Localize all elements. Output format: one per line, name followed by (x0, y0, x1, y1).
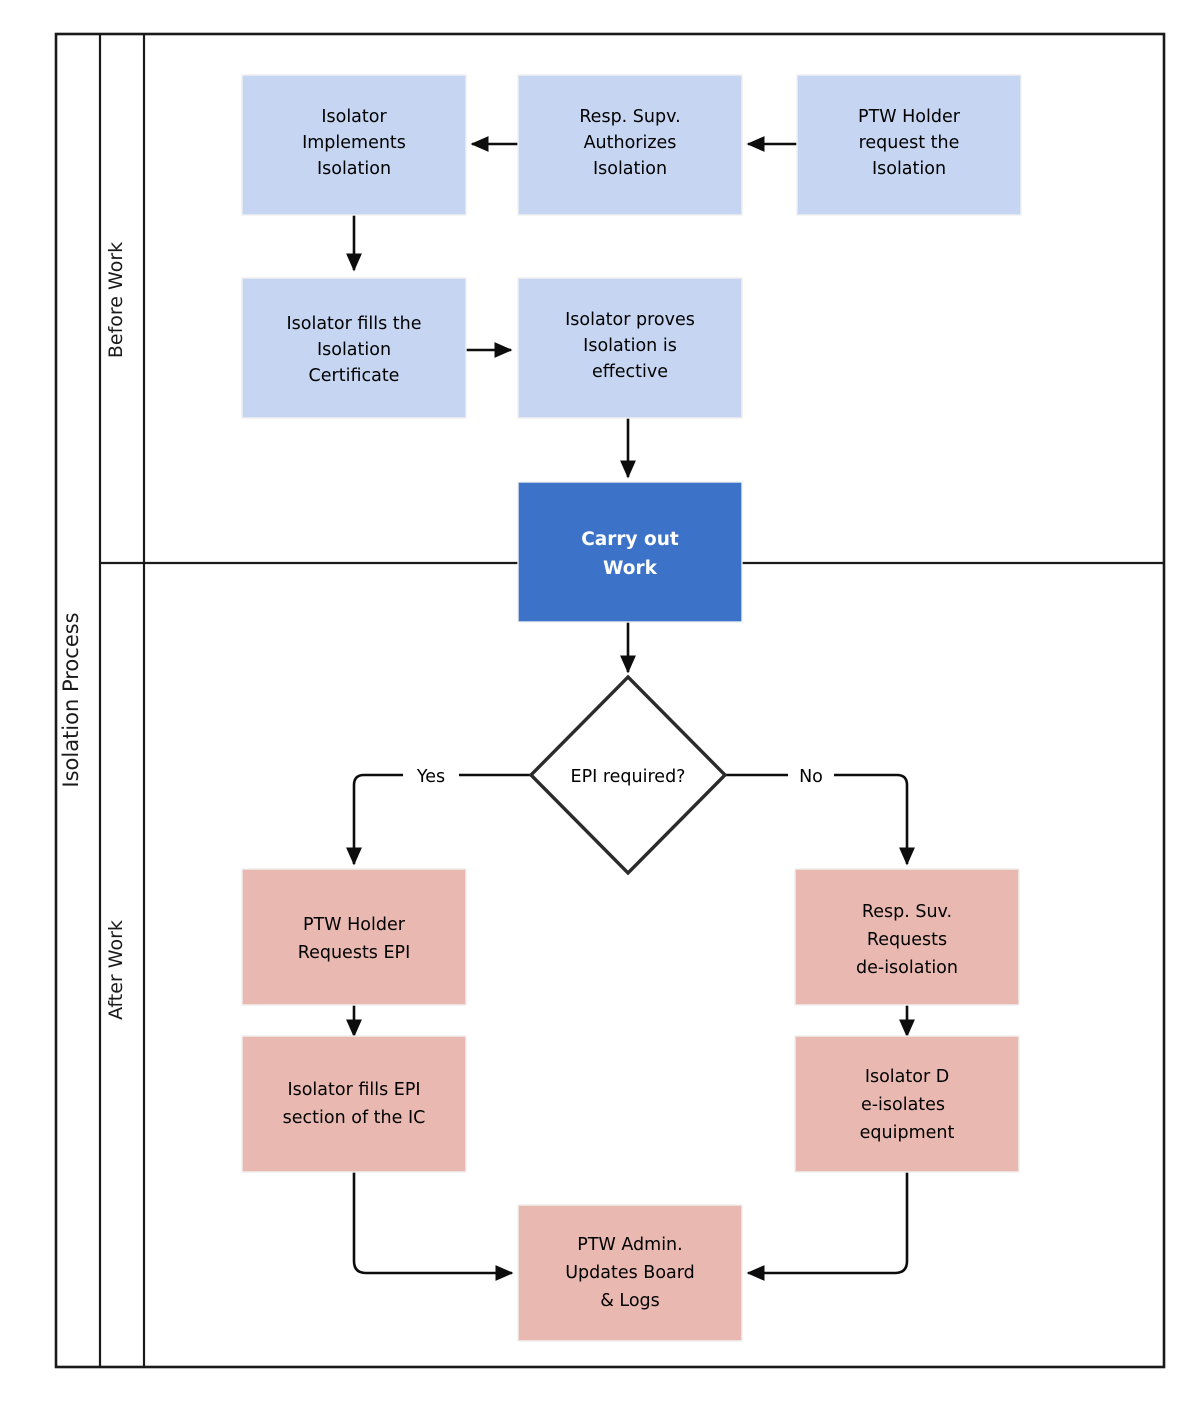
decision-label: EPI required? (571, 767, 686, 787)
node-isolator-implements-isolation[interactable]: Isolator Implements Isolation (241, 74, 467, 216)
node-line: Isolation (593, 159, 667, 179)
edge-d1-n7-yes (345, 773, 531, 866)
node-isolator-proves-isolation-effective[interactable]: Isolator proves Isolation is effective (517, 277, 743, 419)
node-line: effective (592, 362, 668, 382)
node-line: equipment (860, 1123, 955, 1143)
node-line: PTW Holder (303, 915, 406, 935)
node-line: Isolator fills the (286, 314, 421, 334)
node-line: Isolator proves (565, 310, 695, 330)
edge-label-yes: Yes (416, 767, 445, 787)
node-line: Authorizes (584, 133, 677, 153)
node-line: Requests EPI (298, 943, 411, 963)
yes-label-backdrop (403, 762, 459, 788)
node-line: Isolation (872, 159, 946, 179)
node-isolator-de-isolates-equipment[interactable]: Isolator D e-isolates equipment (794, 1035, 1020, 1173)
node-line: Carry out (581, 529, 679, 550)
node-line: de-isolation (856, 958, 958, 978)
node-line: Implements (302, 133, 406, 153)
node-epi-required-decision[interactable]: EPI required? (528, 674, 728, 876)
node-line: Certificate (309, 366, 400, 386)
no-label-backdrop (788, 762, 834, 788)
node-line: Isolator D (865, 1067, 949, 1087)
node-isolator-fills-epi-section[interactable]: Isolator fills EPI section of the IC (241, 1035, 467, 1173)
edge-n8-n11 (352, 1172, 514, 1282)
node-line: Isolation (317, 340, 391, 360)
edge-d1-n9-no (725, 773, 916, 866)
node-line: & Logs (600, 1291, 660, 1311)
node-line: section of the IC (283, 1108, 426, 1128)
pool-label: Isolation Process (59, 612, 83, 787)
edge-n10-n11 (746, 1172, 909, 1282)
node-line: Resp. Supv. (579, 107, 680, 127)
node-ptw-holder-requests-epi[interactable]: PTW Holder Requests EPI (241, 868, 467, 1006)
node-line: Isolation is (583, 336, 677, 356)
node-ptw-admin-updates-board-logs[interactable]: PTW Admin. Updates Board & Logs (517, 1204, 743, 1342)
node-resp-supv-authorizes-isolation[interactable]: Resp. Supv. Authorizes Isolation (517, 74, 743, 216)
node-line: PTW Admin. (577, 1235, 682, 1255)
node-line: Requests (867, 930, 947, 950)
edge-label-no: No (799, 767, 823, 787)
node-line: Updates Board (565, 1263, 695, 1283)
node-resp-suv-requests-de-isolation[interactable]: Resp. Suv. Requests de-isolation (794, 868, 1020, 1006)
pool-frame (54, 32, 1166, 1369)
node-line: Isolator fills EPI (287, 1080, 420, 1100)
node-ptw-holder-request-isolation[interactable]: PTW Holder request the Isolation (796, 74, 1022, 216)
node-line: Isolator (321, 107, 387, 127)
node-line: request the (859, 133, 960, 153)
node-line: Work (603, 558, 658, 579)
node-line: PTW Holder (858, 107, 961, 127)
lane-label-after-work: After Work (105, 920, 127, 1020)
lane-label-before-work: Before Work (105, 242, 127, 358)
node-line: e-isolates (861, 1095, 945, 1115)
node-isolator-fills-isolation-certificate[interactable]: Isolator fills the Isolation Certificate (241, 277, 467, 419)
node-line: Isolation (317, 159, 391, 179)
node-line: Resp. Suv. (862, 902, 952, 922)
node-carry-out-work[interactable]: Carry out Work (517, 481, 743, 623)
